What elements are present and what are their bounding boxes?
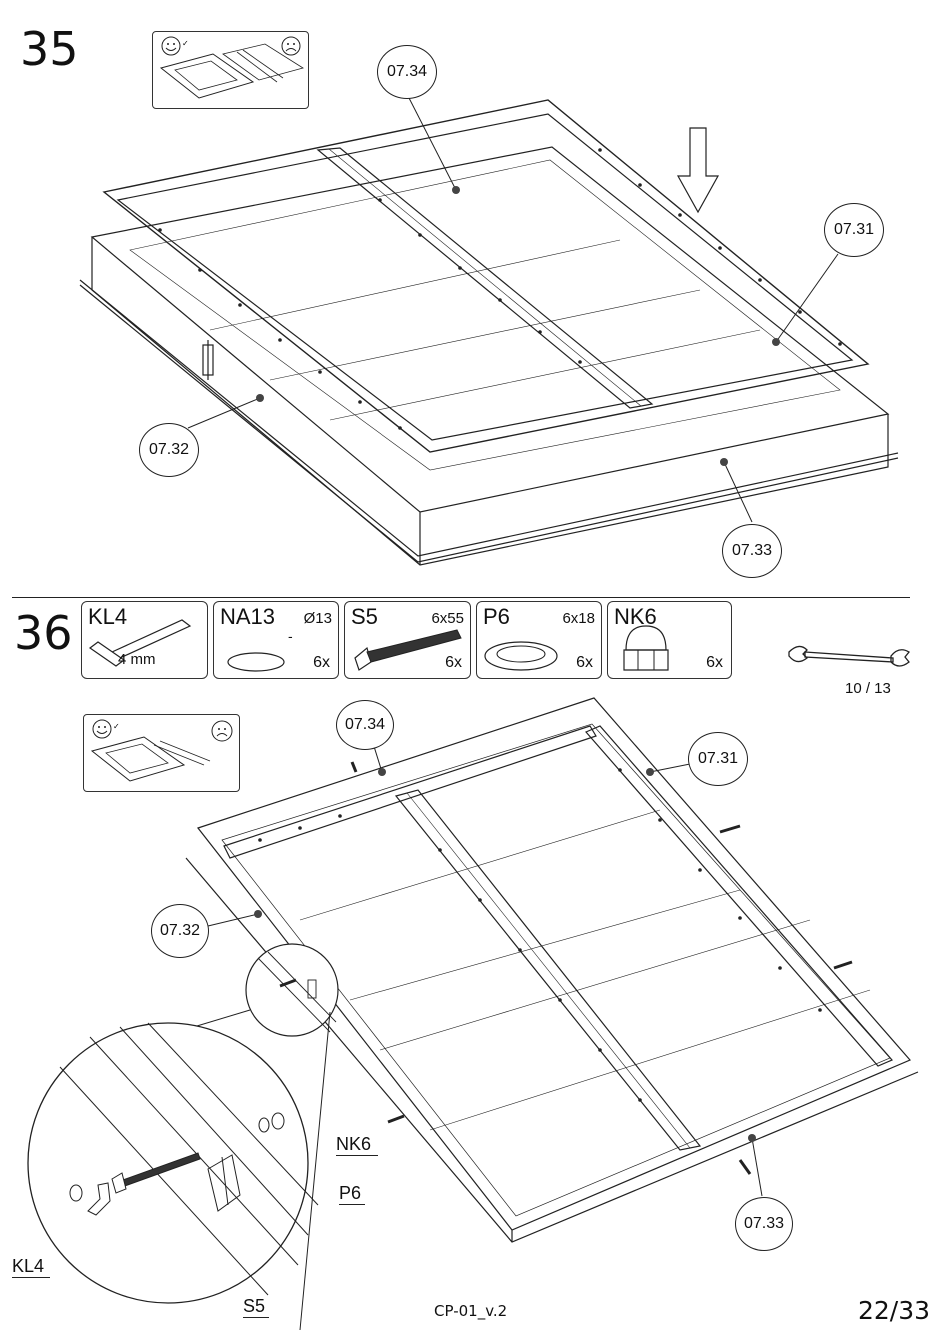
wrench-icon	[785, 640, 915, 680]
label-p6: P6	[339, 1183, 361, 1204]
callout-07-33: 07.33	[735, 1197, 793, 1251]
part-nk6: NK6 6x	[607, 601, 732, 679]
part-p6: P6 6x18 6x	[476, 601, 602, 679]
step-separator	[12, 597, 910, 598]
hex-key-icon	[82, 602, 209, 680]
part-kl4: KL4 4 mm	[81, 601, 208, 679]
callout-07-32: 07.32	[151, 904, 209, 958]
callout-07-34: 07.34	[336, 700, 394, 750]
page-number: 22/33	[858, 1296, 930, 1325]
step-number: 36	[14, 610, 73, 656]
label-kl4-underline	[12, 1277, 50, 1278]
label-s5-underline	[243, 1317, 269, 1318]
document-code: CP-01_v.2	[434, 1302, 507, 1320]
part-quantity: 6x	[576, 654, 593, 672]
part-na13: NA13 Ø13 - 6x	[213, 601, 339, 679]
step-35-drawing	[0, 0, 950, 600]
detail-magnified-view	[28, 1015, 328, 1315]
callout-07-33: 07.33	[722, 524, 782, 578]
label-nk6: NK6	[336, 1134, 371, 1155]
callout-07-31: 07.31	[688, 732, 748, 786]
part-quantity: 6x	[313, 654, 330, 672]
label-kl4: KL4	[12, 1256, 44, 1277]
callout-07-34: 07.34	[377, 45, 437, 99]
part-s5: S5 6x55 6x	[344, 601, 471, 679]
part-size: 4 mm	[118, 651, 156, 668]
callout-07-31: 07.31	[824, 203, 884, 257]
part-quantity: 6x	[706, 654, 723, 672]
label-nk6-underline	[336, 1155, 378, 1156]
label-s5: S5	[243, 1296, 265, 1317]
part-quantity: 6x	[445, 654, 462, 672]
callout-07-32: 07.32	[139, 423, 199, 477]
label-p6-underline	[339, 1204, 365, 1205]
